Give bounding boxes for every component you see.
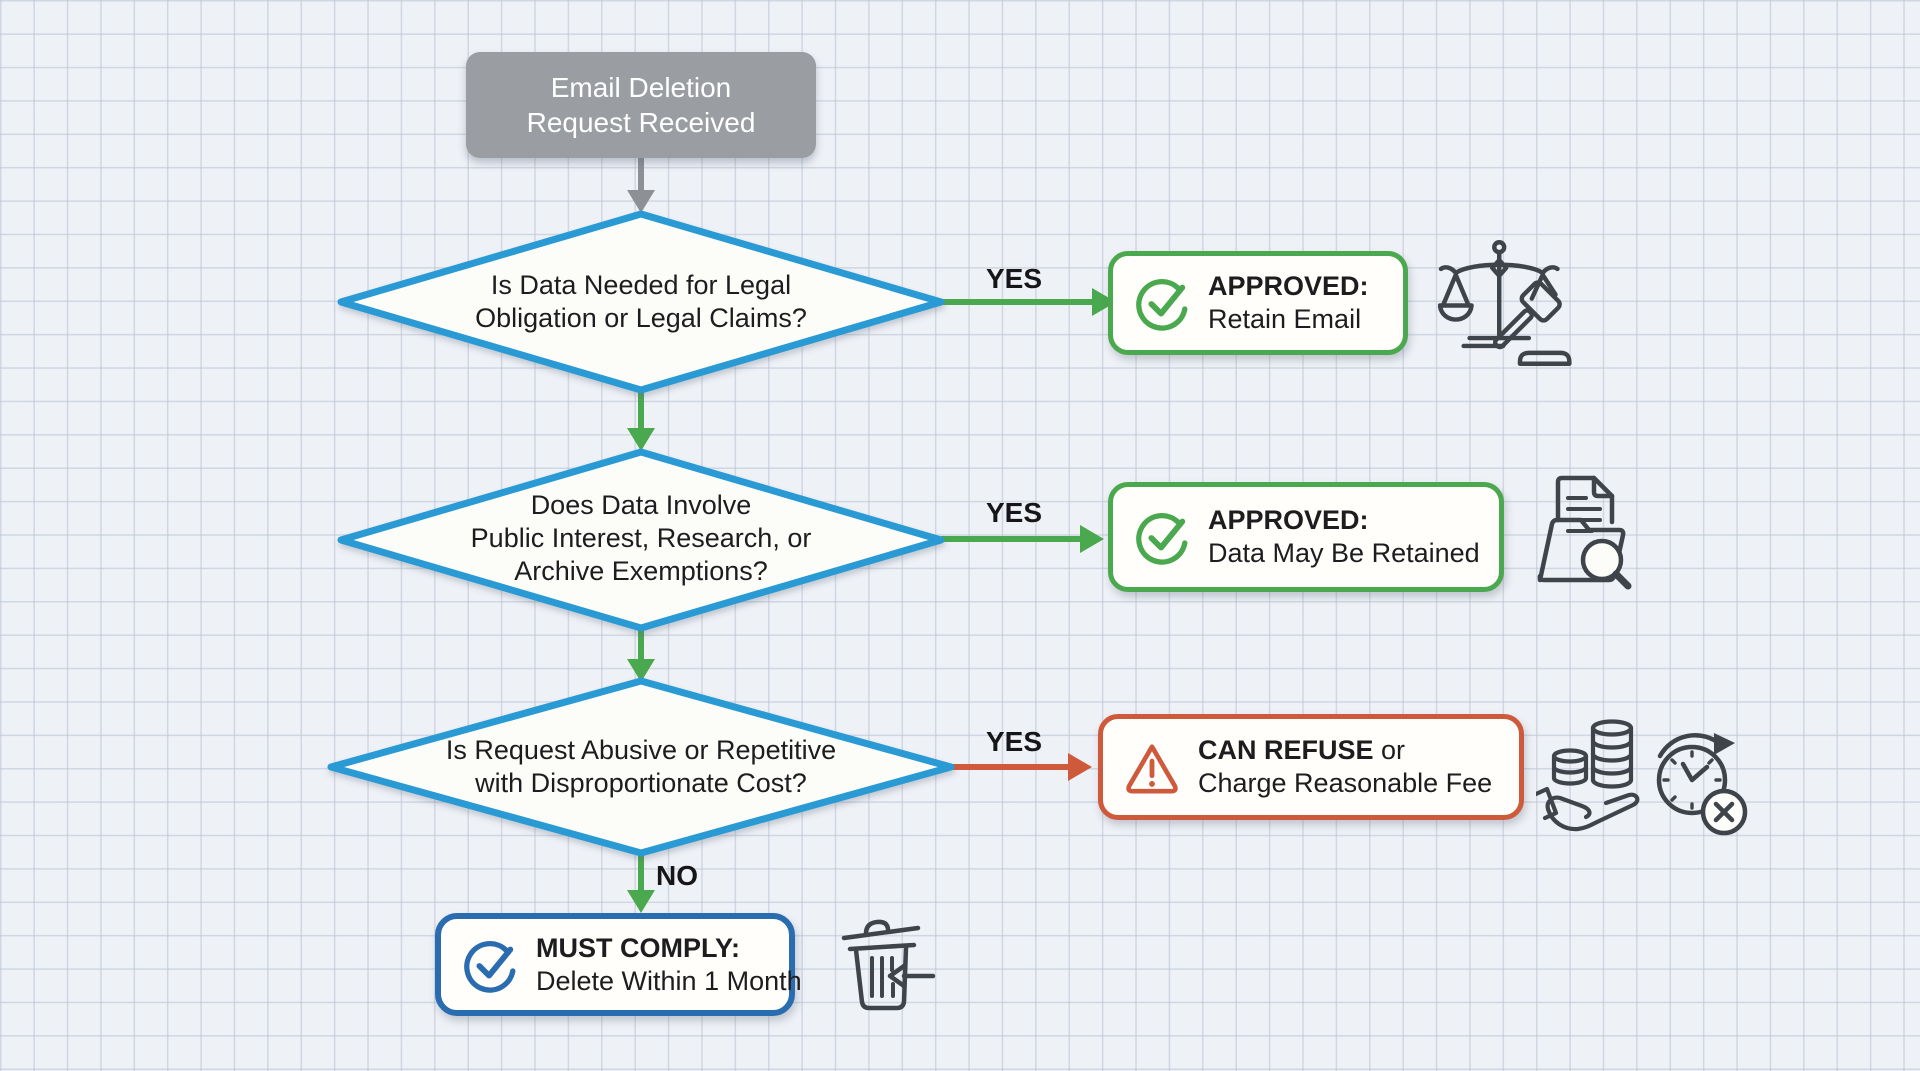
outcome-line2: Retain Email <box>1208 304 1362 334</box>
check-circle-icon <box>1133 274 1191 332</box>
check-circle-icon <box>461 936 519 994</box>
folder-search-icon <box>1537 475 1632 590</box>
warning-triangle-icon <box>1123 738 1181 796</box>
decision-1-line1: Is Data Needed for Legal <box>490 270 792 300</box>
connector-start-to-d1 <box>627 158 655 213</box>
outcome-text: CAN REFUSE or Charge Reasonable Fee <box>1198 734 1492 800</box>
trash-delete-icon <box>841 919 936 1011</box>
decision-2-line3: Archive Exemptions? <box>514 556 768 586</box>
outcome-box-approved-retain: APPROVED: Retain Email <box>1108 251 1408 355</box>
outcome-title: APPROVED: <box>1208 271 1369 301</box>
outcome-text: MUST COMPLY: Delete Within 1 Month <box>536 932 802 998</box>
decision-diamond-3 <box>327 677 955 857</box>
connector-d1-yes <box>941 288 1116 316</box>
outcome-line2: Charge Reasonable Fee <box>1198 768 1493 798</box>
decision-3-line1: Is Request Abusive or Repetitive <box>445 735 837 765</box>
decision-text-3: Is Request Abusive or Repetitive with Di… <box>391 734 891 800</box>
yes-label-2: YES <box>986 497 1043 528</box>
outcome-title-rest: or <box>1373 735 1406 765</box>
connector-d1-to-d2 <box>627 388 655 451</box>
decision-2-line2: Public Interest, Research, or <box>470 523 812 553</box>
connector-d2-to-d3 <box>627 626 655 682</box>
outcome-text: APPROVED: Retain Email <box>1208 270 1369 336</box>
start-node: Email Deletion Request Received <box>466 52 816 158</box>
start-node-line2: Request Received <box>526 107 756 138</box>
scales-gavel-icon <box>1438 240 1572 366</box>
start-node-line1: Email Deletion <box>550 72 732 103</box>
yes-label-1: YES <box>986 263 1043 294</box>
outcome-box-refuse: CAN REFUSE or Charge Reasonable Fee <box>1098 714 1524 820</box>
outcome-box-approved-data: APPROVED: Data May Be Retained <box>1108 482 1504 592</box>
check-circle-icon <box>1133 508 1191 566</box>
outcome-line2: Delete Within 1 Month <box>536 965 802 996</box>
decision-text-2: Does Data Involve Public Interest, Resea… <box>411 489 871 588</box>
outcome-title: MUST COMPLY: <box>536 932 741 963</box>
clock-deadline-icon <box>1656 733 1748 836</box>
coins-hand-icon <box>1536 719 1640 832</box>
decision-2-line1: Does Data Involve <box>530 490 752 520</box>
outcome-line2: Data May Be Retained <box>1208 538 1480 568</box>
decision-3-line2: with Disproportionate Cost? <box>475 768 807 798</box>
outcome-title: APPROVED: <box>1208 505 1369 535</box>
outcome-title: CAN REFUSE <box>1198 735 1374 765</box>
connector-d3-yes <box>951 753 1092 781</box>
connector-d3-to-comply <box>627 851 655 913</box>
decision-1-line2: Obligation or Legal Claims? <box>475 303 807 333</box>
decision-diamond-2 <box>337 448 945 632</box>
connector-d2-yes <box>941 525 1104 553</box>
decision-diamond-1 <box>337 210 945 394</box>
decision-text-1: Is Data Needed for Legal Obligation or L… <box>411 269 871 335</box>
outcome-box-comply: MUST COMPLY: Delete Within 1 Month <box>435 913 802 1016</box>
outcome-text: APPROVED: Data May Be Retained <box>1208 504 1480 570</box>
no-label: NO <box>656 860 698 891</box>
yes-label-3: YES <box>986 726 1043 757</box>
